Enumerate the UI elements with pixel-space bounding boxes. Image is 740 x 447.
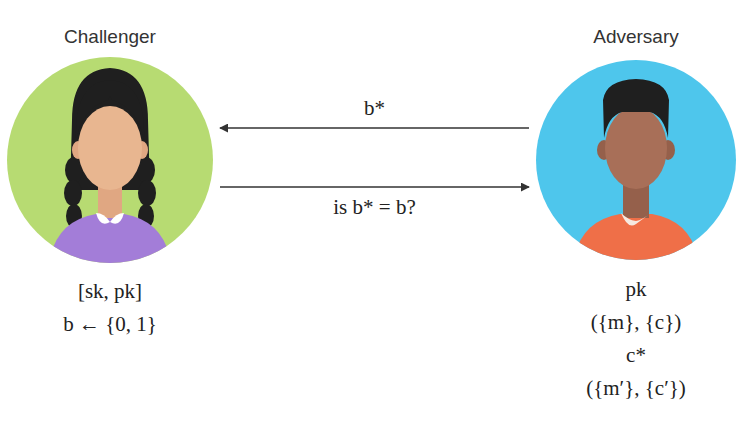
message-arrow: [220, 186, 529, 187]
challenger-avatar: [7, 57, 213, 275]
message-label: is b* = b?: [329, 195, 419, 219]
message-arrow: [220, 127, 529, 128]
state-value: pk: [626, 276, 647, 302]
avatar-space: [7, 57, 213, 263]
participant-node: Challenger [sk, pk] b ← {0, 1}: [7, 26, 213, 337]
adversary-avatar: [536, 60, 736, 275]
state-value: b ← {0, 1}: [63, 311, 157, 337]
participant-name: Adversary: [593, 26, 679, 48]
message-label: b*: [360, 96, 389, 120]
participant-node: Adversary pk ({m}, {c}) c* ({m′}, {c′}): [536, 26, 736, 401]
state-value: [sk, pk]: [78, 278, 142, 304]
state-value: ({m′}, {c′}): [586, 375, 686, 401]
state-value: c*: [626, 342, 646, 368]
state-value: ({m}, {c}): [591, 309, 681, 335]
participant-name: Challenger: [64, 26, 156, 48]
avatar-space: [536, 59, 736, 259]
